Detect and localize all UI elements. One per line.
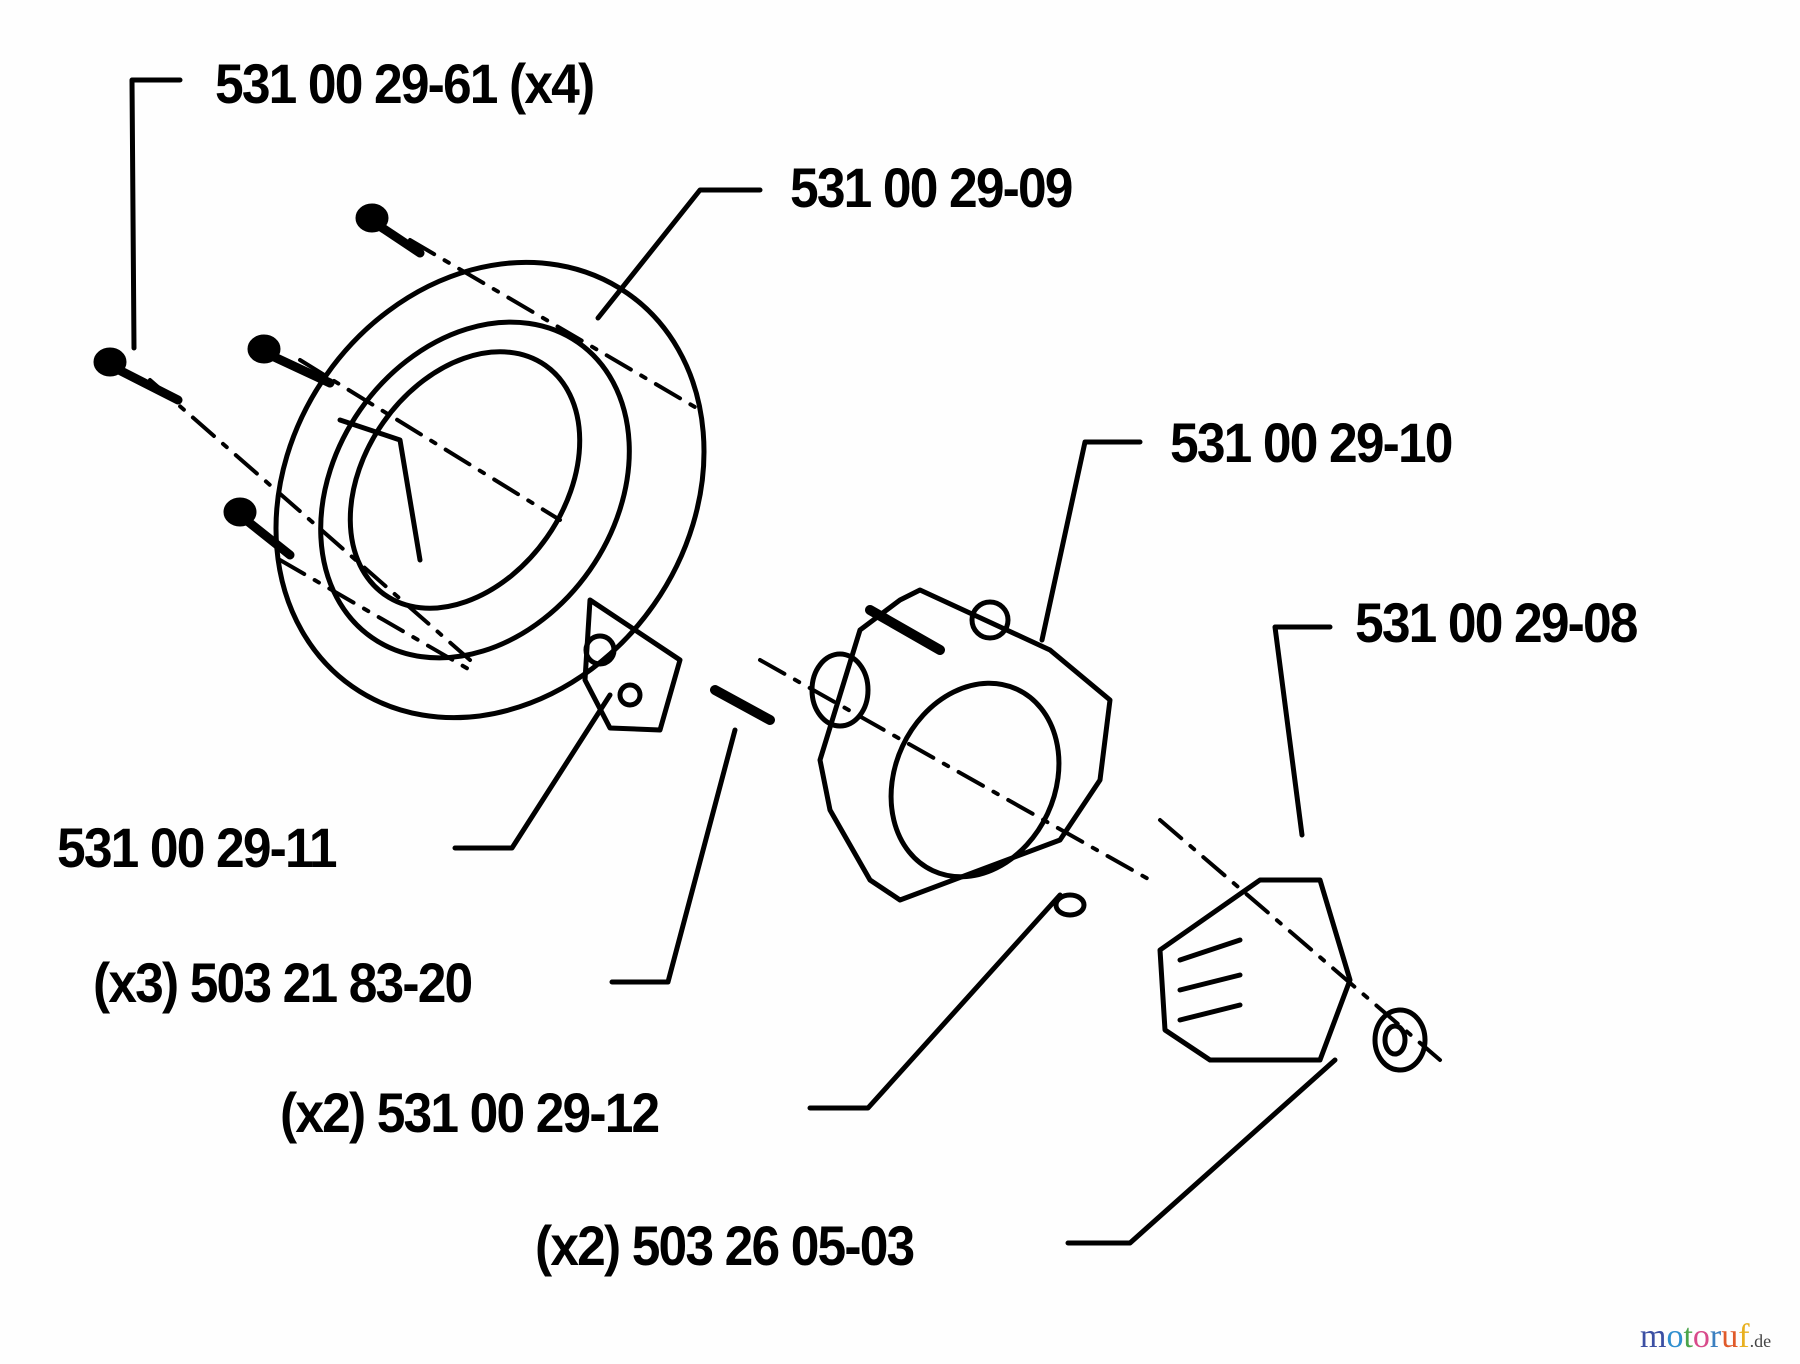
part-label-screws-x4: 531 00 29-61 (x4) bbox=[215, 52, 595, 115]
part-label-flywheel-cover: 531 00 29-09 bbox=[790, 156, 1073, 219]
gasket-drawing bbox=[582, 597, 683, 733]
screw-icon bbox=[93, 203, 425, 560]
part-label-pins-x2: (x2) 531 00 29-12 bbox=[280, 1081, 660, 1144]
part-label-screws-x3: (x3) 503 21 83-20 bbox=[93, 951, 473, 1014]
flywheel-cover-drawing bbox=[273, 259, 707, 721]
part-label-crankcase-other-half: 531 00 29-08 bbox=[1355, 591, 1638, 654]
motoruf-watermark-logo: motoruf.de bbox=[1640, 1318, 1772, 1355]
crankcase-other-half-drawing bbox=[1157, 877, 1428, 1073]
crankcase-half-drawing bbox=[710, 587, 1113, 918]
part-label-gasket: 531 00 29-11 bbox=[57, 816, 338, 879]
part-label-crankcase-half: 531 00 29-10 bbox=[1170, 411, 1453, 474]
part-label-bearings-x2: (x2) 503 26 05-03 bbox=[535, 1214, 915, 1277]
assembly-axis-lines bbox=[148, 238, 1442, 1062]
leader-lines bbox=[129, 77, 1338, 1246]
